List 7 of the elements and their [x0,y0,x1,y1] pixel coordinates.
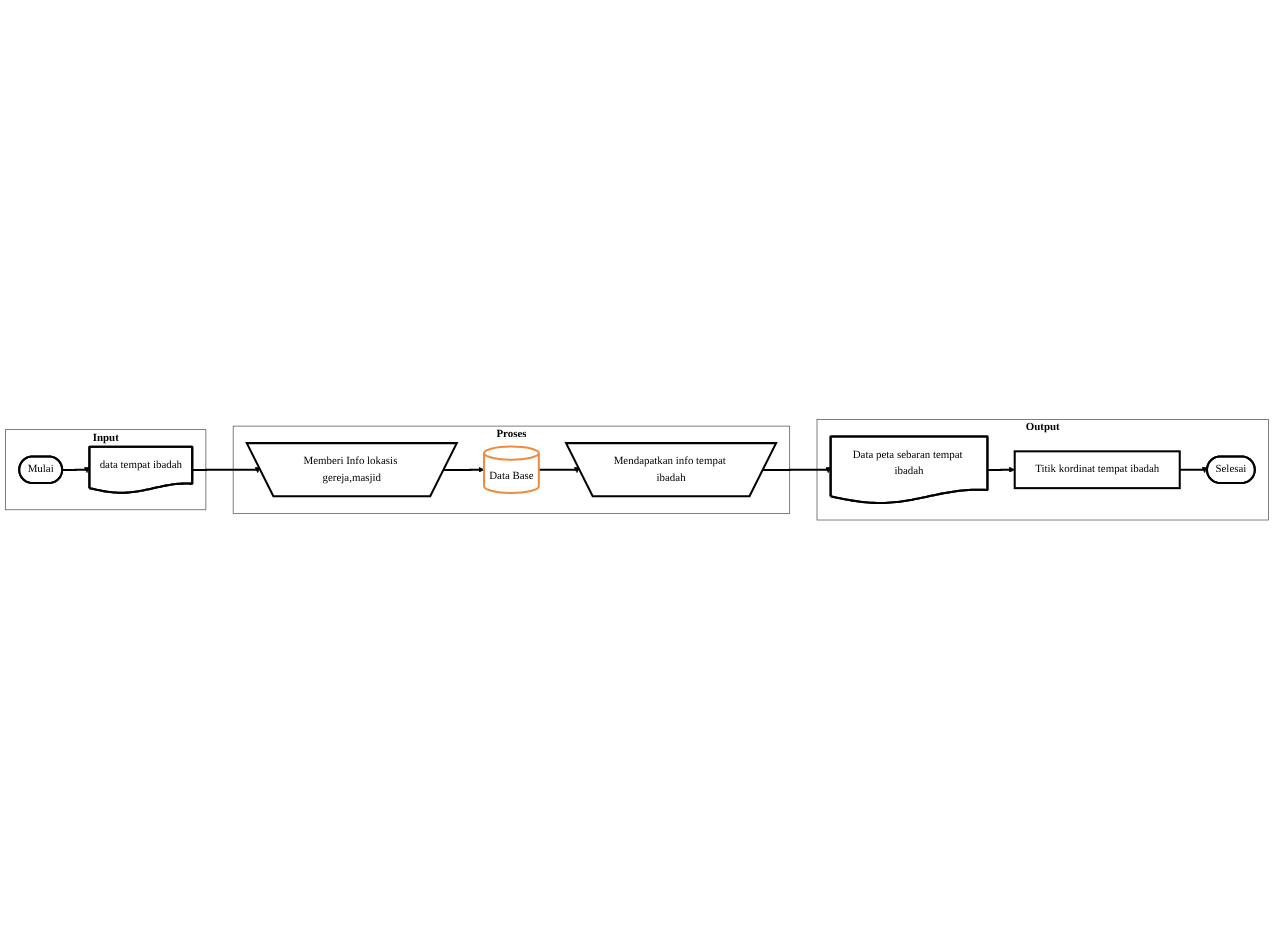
arrow [987,466,1015,472]
arrow [443,466,485,472]
arrow [538,466,580,473]
arrow [62,466,90,473]
arrow [1179,466,1208,473]
arrow [763,466,832,473]
arrow [192,466,261,473]
